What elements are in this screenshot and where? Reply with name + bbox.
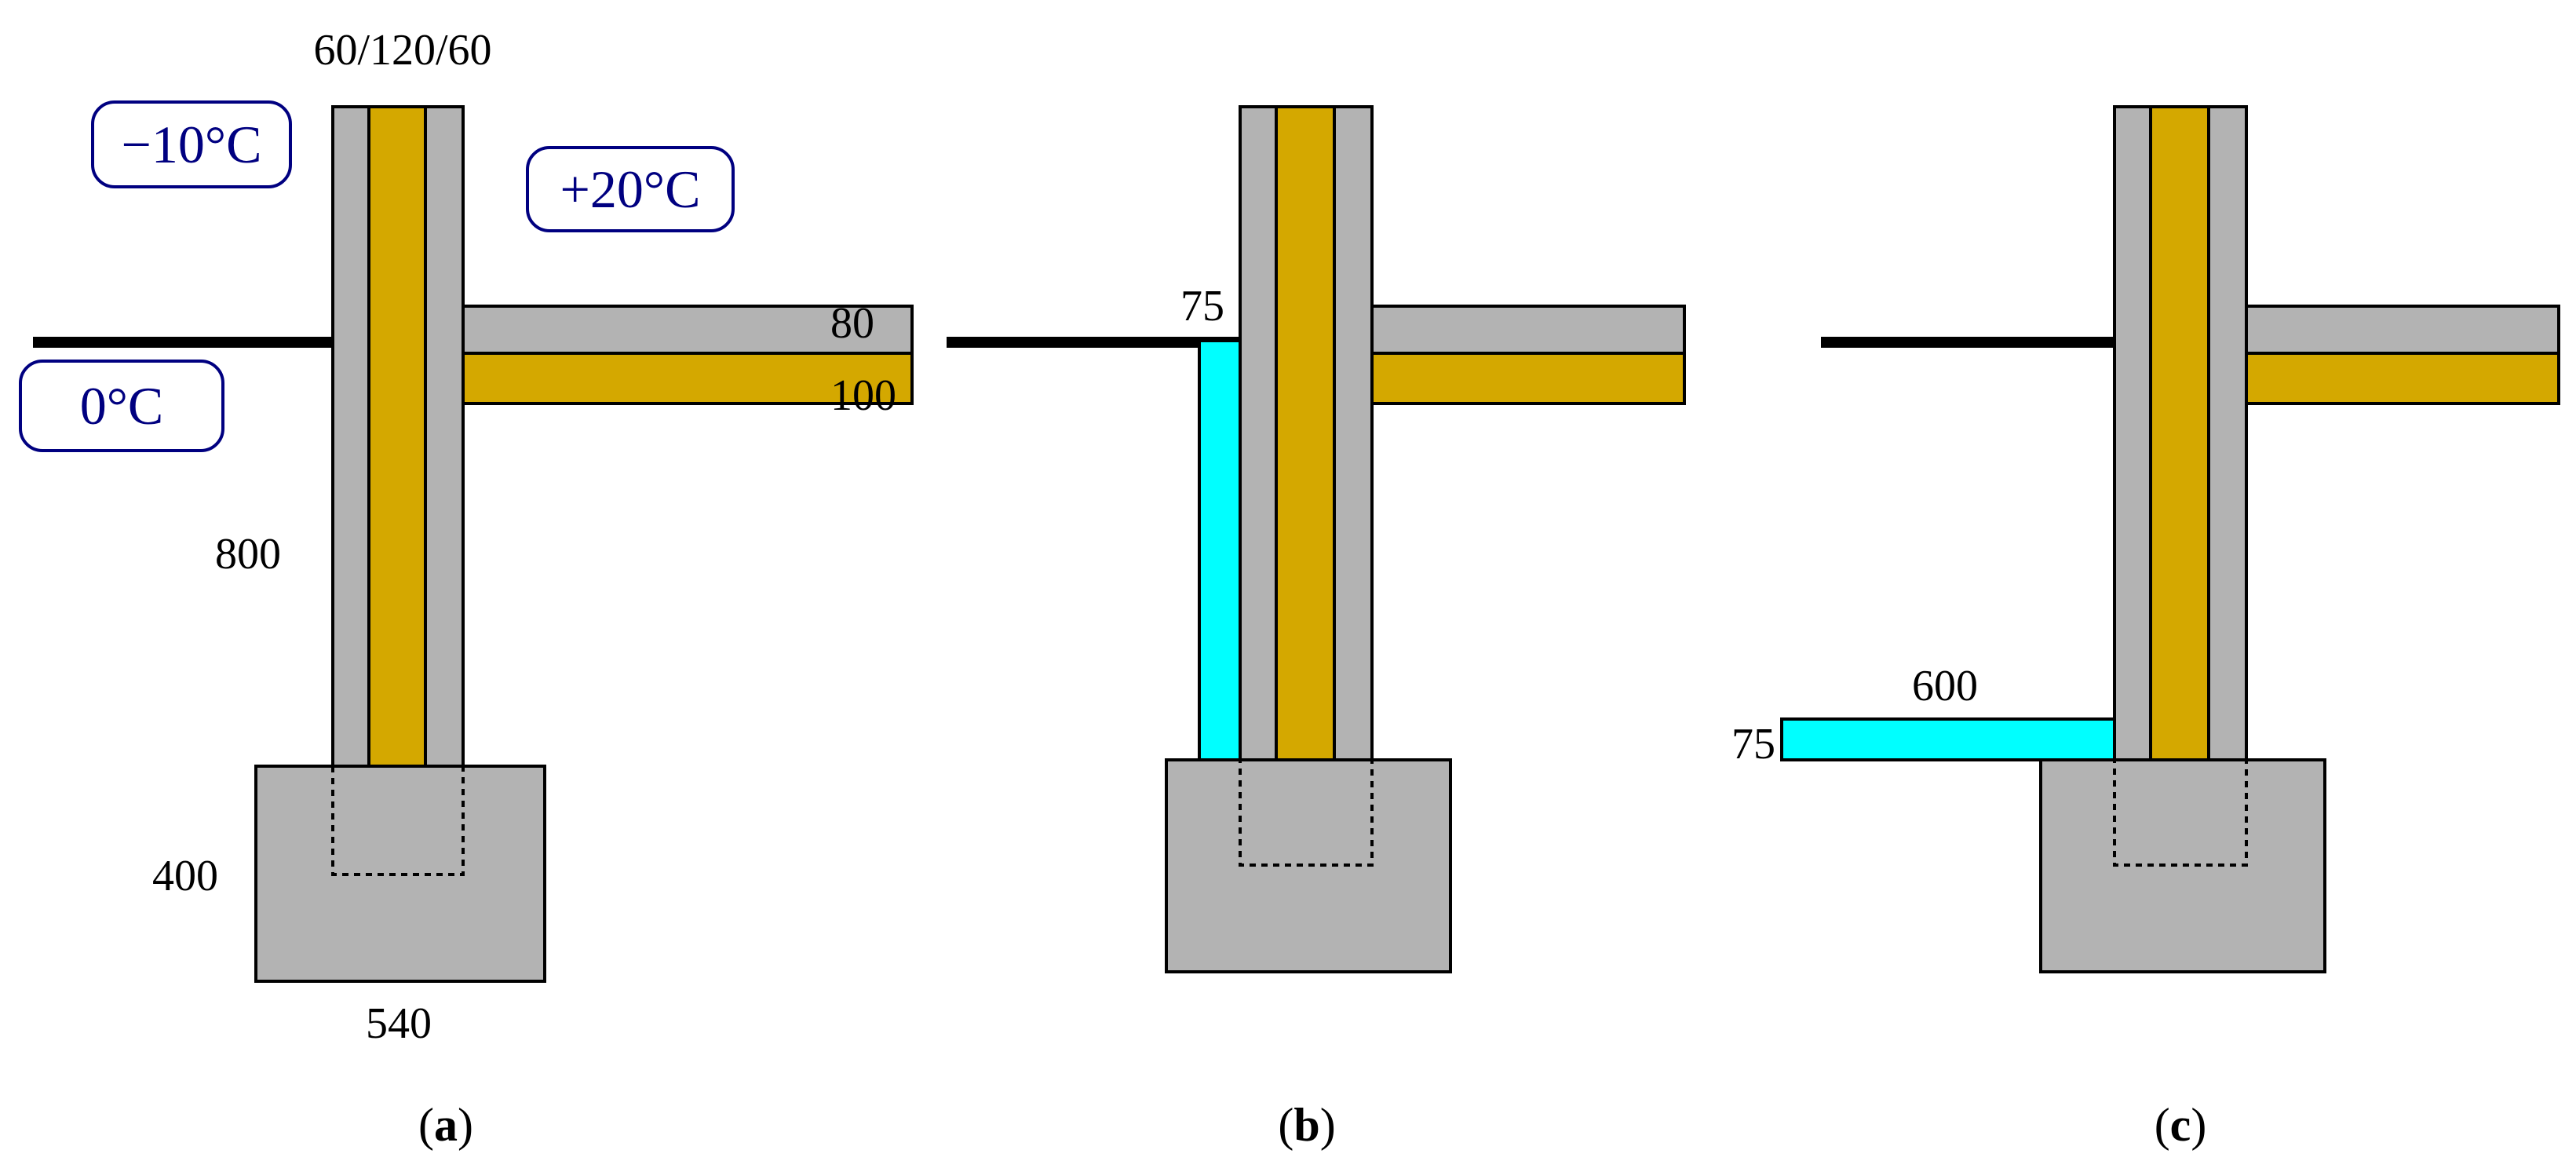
footing (254, 765, 546, 983)
dim-floor-top: 80 (830, 299, 874, 348)
dim-floor-insulation: 100 (830, 371, 896, 420)
temp-ground-box (19, 360, 224, 452)
wall-inner-concrete (2207, 105, 2248, 761)
vertical-edge-insulation (1198, 339, 1242, 761)
wall-outer-concrete (2113, 105, 2152, 761)
dim-horizontal-insulation-thickness: 75 (1731, 720, 1775, 769)
temp-inside-box (526, 146, 735, 232)
wall-outer-concrete (1239, 105, 1278, 761)
temp-inside-label: +20°C (560, 159, 701, 219)
wall-insulation (2149, 105, 2210, 761)
floor-insulation (2245, 352, 2560, 405)
wall-inner-concrete (1333, 105, 1374, 761)
wall-inner-concrete (424, 105, 465, 768)
dim-wall-height: 800 (215, 530, 281, 579)
horizontal-ground-insulation (1780, 717, 2116, 761)
dim-footing-height: 400 (152, 852, 218, 900)
dim-horizontal-insulation-length: 600 (1912, 662, 1978, 710)
caption-a: (a) (418, 1099, 473, 1151)
dim-vertical-insulation-thickness: 75 (1180, 282, 1224, 330)
wall-insulation (1275, 105, 1336, 761)
caption-c: (c) (2155, 1099, 2207, 1151)
panel-a: −10°C +20°C 0°C 60/120/60 80 100 800 400… (19, 26, 914, 1151)
floor-slab-concrete (2245, 305, 2560, 355)
floor-insulation (1370, 352, 1686, 405)
floor-insulation (462, 352, 914, 405)
temp-outside-box (91, 100, 292, 188)
caption-b: (b) (1278, 1099, 1335, 1151)
dim-wall-layers: 60/120/60 (313, 26, 491, 75)
floor-slab-concrete (1370, 305, 1686, 355)
temp-ground-label: 0°C (80, 376, 164, 436)
wall-insulation (367, 105, 427, 768)
wall-outer-concrete (331, 105, 370, 768)
panel-b: 75 (b) (947, 105, 1686, 1151)
dim-footing-width: 540 (366, 999, 432, 1048)
panel-c: 600 75 (c) (1731, 105, 2560, 1151)
temp-outside-label: −10°C (122, 115, 262, 174)
